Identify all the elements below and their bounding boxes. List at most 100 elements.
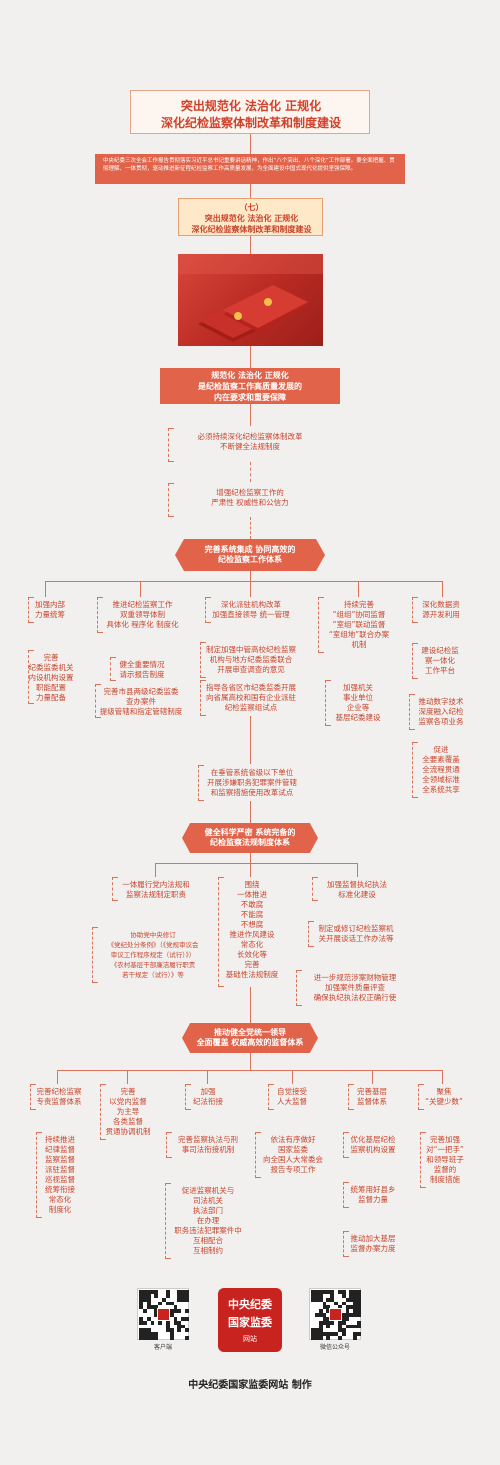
branch-bracket: [100, 1084, 106, 1140]
qr-module: [341, 1293, 346, 1298]
qr-module: [345, 1313, 350, 1317]
qr-module: [314, 1328, 319, 1333]
credit-text: 中央纪委国家监委网站 制作: [188, 1380, 312, 1391]
p1-branch5-item1: 建设纪检监 察一体化 工作平台: [421, 646, 459, 675]
logo-line3: 网站: [243, 1335, 257, 1343]
qr-module: [318, 1324, 323, 1329]
qr-module: [349, 1324, 354, 1329]
qr-module: [345, 1324, 350, 1329]
branch-bracket: [198, 765, 204, 801]
branch-bracket: [348, 1084, 354, 1110]
qr-module: [154, 1332, 159, 1337]
qr-module: [326, 1309, 331, 1314]
qr-module: [322, 1320, 327, 1325]
qr-module: [146, 1290, 151, 1294]
p3-branch4-item1: 依法有序做好 国家监委 向全国人大常委会 报告专项工作: [263, 1135, 323, 1174]
qr-module: [337, 1336, 342, 1340]
connector: [57, 1070, 58, 1084]
qr-module: [169, 1336, 174, 1340]
connector: [250, 716, 251, 764]
connector: [140, 581, 141, 597]
branch-bracket: [185, 1084, 191, 1110]
qr-module: [185, 1316, 189, 1321]
qr-module: [181, 1293, 186, 1298]
connector: [45, 581, 442, 582]
qr-module: [318, 1313, 323, 1317]
qr-module: [165, 1301, 170, 1306]
branch-bracket: [205, 597, 211, 623]
p1-branch1-item1: 完善 纪委监委机关 内设机构设置 职能配置 力量配备: [28, 653, 74, 702]
connector: [250, 987, 251, 1023]
qr-module: [353, 1332, 358, 1337]
p1-branch3-head: 深化派驻机构改革 加强直接领导 统一管理: [212, 600, 290, 619]
qr-module: [318, 1297, 323, 1302]
qr-module: [341, 1290, 346, 1294]
qr-module: [337, 1320, 342, 1325]
logo-line2: 国家监委: [228, 1316, 272, 1329]
connector: [250, 571, 251, 581]
qr-module: [139, 1332, 143, 1337]
qr-module: [139, 1336, 143, 1340]
qr-module: [330, 1320, 335, 1325]
qr-module: [154, 1313, 159, 1317]
p3-branch5-item2: 统筹用好县乡 监督力量: [350, 1185, 396, 1204]
qr-module: [326, 1316, 331, 1321]
qr-module: [177, 1328, 182, 1333]
p1-branch5-item3: 促进 全要素覆盖 全流程贯通 全领域标准 全系统共享: [422, 745, 460, 794]
section-badge-line2: 突出规范化 法治化 正规化: [204, 214, 299, 223]
branch-bracket: [412, 597, 418, 623]
p3-branch2-head: 完善 以党内监督 为主导 各类监督 贯通协调机制: [105, 1087, 151, 1136]
qr-module: [341, 1320, 346, 1325]
branch-bracket: [30, 1084, 36, 1110]
branch-bracket: [308, 921, 314, 947]
qr-module: [334, 1332, 338, 1337]
qr-module: [173, 1305, 178, 1310]
site-logo[interactable]: 中央纪委 国家监委 网站: [218, 1288, 282, 1352]
branch-bracket: [97, 597, 103, 633]
qr-code-left[interactable]: [137, 1288, 189, 1340]
p1-branch1-head: 加强内部 力量统筹: [35, 600, 65, 619]
qr-center-badge: [329, 1308, 342, 1321]
qr-module: [165, 1320, 170, 1325]
qr-module: [146, 1332, 151, 1337]
qr-module: [318, 1332, 323, 1337]
p3-branch1-head: 完善纪检监察 专责监督体系: [36, 1087, 82, 1106]
connector: [250, 462, 251, 482]
p3-branch3-item2: 促进监察机关与 司法机关 执法部门 在办理 职务违法犯罪案件中 互相配合 互相制…: [174, 1186, 242, 1255]
qr-module: [185, 1290, 189, 1294]
connector: [250, 134, 251, 154]
intro-text: 中央纪委三次全会工作报告贯彻落实习近平总书记重要讲话精神，作出“八个突出、八个深…: [103, 158, 395, 172]
qr-module: [345, 1316, 350, 1321]
qr-module: [353, 1313, 358, 1317]
qr-module: [330, 1332, 335, 1337]
photo-red-books: [178, 254, 323, 346]
branch-bracket: [95, 684, 101, 718]
branch-bracket: [343, 1182, 349, 1208]
core-line1: 规范化 法治化 正规化: [211, 371, 289, 380]
qr-module: [150, 1290, 155, 1294]
connector: [250, 236, 251, 254]
connector: [357, 863, 358, 877]
requirement-1: 必须持续深化纪检监察体制改革 不断健全法规制度: [197, 432, 303, 451]
qr-module: [353, 1301, 358, 1306]
logo-line1: 中央纪委: [228, 1298, 272, 1311]
qr-module: [357, 1320, 361, 1325]
qr-module: [314, 1332, 319, 1337]
connector: [155, 863, 156, 877]
qr-module: [337, 1290, 342, 1294]
qr-module: [139, 1301, 143, 1306]
branch-bracket: [318, 597, 324, 653]
qr-module: [181, 1297, 186, 1302]
qr-module: [357, 1297, 361, 1302]
qr-module: [326, 1332, 331, 1337]
qr-module: [154, 1305, 159, 1310]
qr-module: [326, 1320, 331, 1325]
branch-bracket: [28, 650, 34, 704]
connector: [250, 404, 251, 426]
qr-module: [326, 1305, 331, 1310]
qr-module: [181, 1324, 186, 1329]
qr-module: [139, 1320, 143, 1325]
core-line3: 内在要求和重要保障: [214, 393, 286, 402]
qr-module: [142, 1328, 147, 1333]
qr-code-right[interactable]: [309, 1288, 361, 1340]
